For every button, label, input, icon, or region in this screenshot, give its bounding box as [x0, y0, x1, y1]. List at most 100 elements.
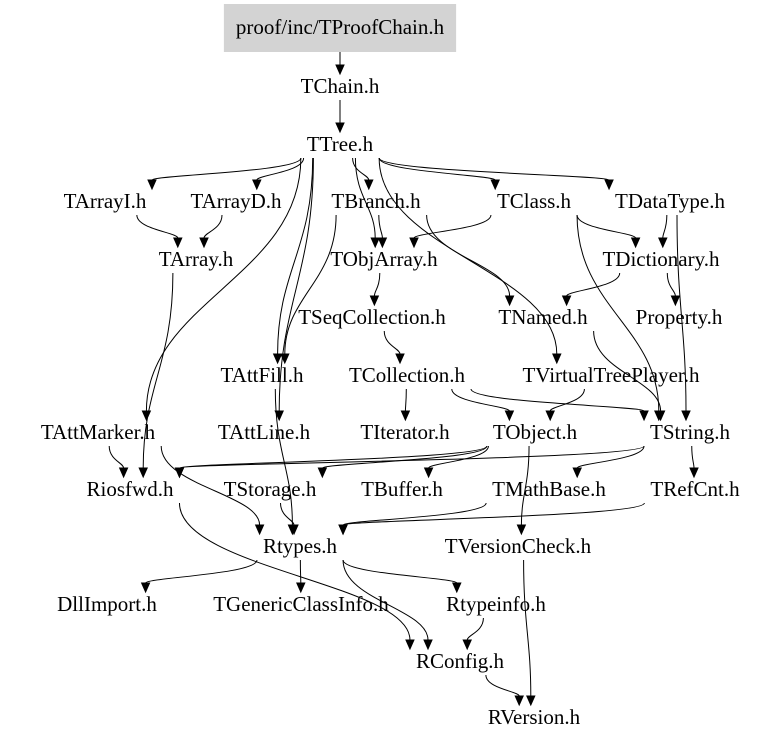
- edge-tdictionary-to-property: [666, 272, 676, 297]
- arrowhead-ttree-to-tbranch: [364, 179, 374, 191]
- edge-tstring-to-riosfwd: [178, 445, 645, 469]
- arrowhead-tattmarker-to-rtypes: [254, 524, 265, 536]
- arrowhead-tcollection-to-tstring: [639, 410, 649, 422]
- edge-ttree-to-tvirtualtreeplayer: [378, 157, 558, 355]
- node-label-tattmarker: TAttMarker.h: [41, 420, 156, 444]
- edge-ttree-to-tclass: [378, 157, 496, 181]
- arrowhead-tcollection-to-tobject: [504, 410, 515, 422]
- node-label-rtypeinfo: Rtypeinfo.h: [446, 592, 546, 616]
- node-label-tcollection: TCollection.h: [349, 363, 466, 387]
- node-rconfig: RConfig.h: [416, 649, 505, 673]
- node-label-tstorage: TStorage.h: [224, 477, 317, 501]
- node-label-tbuffer: TBuffer.h: [361, 477, 443, 501]
- node-label-rtypes: Rtypes.h: [263, 534, 338, 558]
- edge-tobject-to-tbuffer: [428, 445, 489, 469]
- arrowhead-tseqcollection-to-tcollection: [395, 353, 405, 365]
- node-tclass: TClass.h: [497, 189, 572, 213]
- edge-ttree-to-tdatatype: [378, 157, 610, 181]
- edge-tarrayi-to-tarray: [136, 214, 179, 239]
- node-label-root: proof/inc/TProofChain.h: [236, 15, 445, 39]
- node-label-tbranch: TBranch.h: [331, 189, 421, 213]
- arrowhead-tarray-to-riosfwd: [138, 467, 148, 479]
- node-label-tmathbase: TMathBase.h: [492, 477, 606, 501]
- edge-tobjarray-to-tseqcollection: [373, 272, 381, 297]
- arrowhead-tbranch-to-tnamed: [504, 295, 515, 307]
- node-tarrayi: TArrayI.h: [64, 189, 147, 213]
- node-tattline: TAttLine.h: [218, 420, 311, 444]
- node-tnamed: TNamed.h: [498, 305, 588, 329]
- node-label-tseqcollection: TSeqCollection.h: [298, 305, 446, 329]
- arrowhead-tstring-to-trefcnt: [689, 467, 699, 479]
- node-tstorage: TStorage.h: [224, 477, 317, 501]
- node-label-tversioncheck: TVersionCheck.h: [445, 534, 592, 558]
- node-tobject: TObject.h: [493, 420, 578, 444]
- node-label-tgenericclassinfo: TGenericClassInfo.h: [213, 592, 389, 616]
- node-tgenericclassinfo: TGenericClassInfo.h: [213, 592, 389, 616]
- edge-tcollection-to-tstring: [470, 388, 645, 412]
- arrowhead-tarrayd-to-tarray: [199, 237, 209, 249]
- arrowhead-riosfwd-to-rconfig: [405, 639, 415, 651]
- edge-rtypes-to-rtypeinfo: [342, 559, 458, 584]
- arrowhead-trefcnt-to-rtypes: [338, 524, 348, 536]
- edge-tdictionary-to-tnamed: [566, 272, 621, 297]
- edge-rtypes-to-dllimport: [145, 559, 258, 584]
- arrowhead-tobject-to-tbuffer: [423, 467, 434, 479]
- node-label-tdictionary: TDictionary.h: [602, 247, 720, 271]
- node-label-tattfill: TAttFill.h: [221, 363, 304, 387]
- node-label-rconfig: RConfig.h: [416, 649, 505, 673]
- edge-ttree-to-tattfill: [277, 157, 314, 355]
- edge-ttree-to-tarrayd: [256, 157, 305, 181]
- arrowhead-tdatatype-to-tstring: [681, 410, 691, 422]
- arrowhead-tobject-to-tstorage: [317, 467, 328, 479]
- arrowhead-rconfig-to-rversion: [514, 695, 524, 707]
- edge-rconfig-to-rversion: [485, 674, 520, 697]
- node-label-tclass: TClass.h: [497, 189, 572, 213]
- node-tversioncheck: TVersionCheck.h: [445, 534, 592, 558]
- node-dllimport: DllImport.h: [57, 592, 157, 616]
- arrowhead-rtypes-to-tgenericclassinfo: [296, 582, 306, 594]
- edge-ttree-to-tobjarray: [354, 157, 376, 239]
- edge-tcollection-to-titerator: [404, 388, 407, 412]
- edge-tstorage-to-rtypes: [280, 502, 295, 526]
- edge-tattmarker-to-riosfwd: [108, 445, 125, 469]
- arrowhead-ttree-to-tattmarker: [141, 410, 152, 422]
- node-root: proof/inc/TProofChain.h: [223, 4, 457, 52]
- edge-tstring-to-trefcnt: [691, 445, 695, 469]
- arrowhead-rtypes-to-rconfig: [423, 639, 433, 651]
- arrowhead-ttree-to-tattline: [274, 410, 284, 422]
- node-ttree: TTree.h: [307, 132, 374, 156]
- node-label-riosfwd: Riosfwd.h: [87, 477, 174, 501]
- node-rtypes: Rtypes.h: [263, 534, 338, 558]
- edge-riosfwd-to-rconfig: [178, 502, 411, 641]
- node-tattmarker: TAttMarker.h: [41, 420, 156, 444]
- edge-tclass-to-tstring: [576, 214, 660, 412]
- node-tbranch: TBranch.h: [331, 189, 421, 213]
- node-titerator: TIterator.h: [360, 420, 450, 444]
- nodes-layer: proof/inc/TProofChain.hTChain.hTTree.hTA…: [41, 4, 740, 729]
- arrowhead-tobjarray-to-tseqcollection: [369, 295, 380, 307]
- arrowhead-root-to-tchain: [335, 64, 345, 76]
- arrowhead-ttree-to-tarrayd: [252, 179, 262, 191]
- node-label-property: Property.h: [636, 305, 723, 329]
- arrowhead-ttree-to-tarrayi: [147, 179, 157, 191]
- arrowhead-tclass-to-tobjarray: [409, 237, 419, 249]
- edge-ttree-to-tarrayi: [151, 157, 302, 181]
- arrowhead-tattmarker-to-riosfwd: [118, 467, 129, 479]
- arrowhead-tcollection-to-titerator: [400, 410, 411, 422]
- node-label-tattline: TAttLine.h: [218, 420, 311, 444]
- node-tseqcollection: TSeqCollection.h: [298, 305, 446, 329]
- arrowhead-tobject-to-tversioncheck: [516, 524, 527, 536]
- arrowhead-tstring-to-riosfwd: [174, 467, 185, 479]
- node-tdictionary: TDictionary.h: [602, 247, 720, 271]
- arrowhead-ttree-to-tobjarray: [370, 237, 380, 249]
- node-box-root: [223, 4, 457, 52]
- edge-trefcnt-to-rtypes: [342, 502, 645, 526]
- edge-tstring-to-tmathbase: [576, 445, 645, 469]
- arrowhead-tclass-to-tdictionary: [630, 237, 641, 249]
- edge-rtypeinfo-to-rconfig: [466, 617, 484, 641]
- node-tcollection: TCollection.h: [349, 363, 466, 387]
- edge-tnamed-to-tstring: [593, 330, 662, 412]
- node-label-tvirtualtreeplayer: TVirtualTreePlayer.h: [522, 363, 700, 387]
- edge-rtypes-to-rconfig: [342, 559, 429, 641]
- arrowhead-tvirtualtreeplayer-to-tobject: [545, 410, 555, 422]
